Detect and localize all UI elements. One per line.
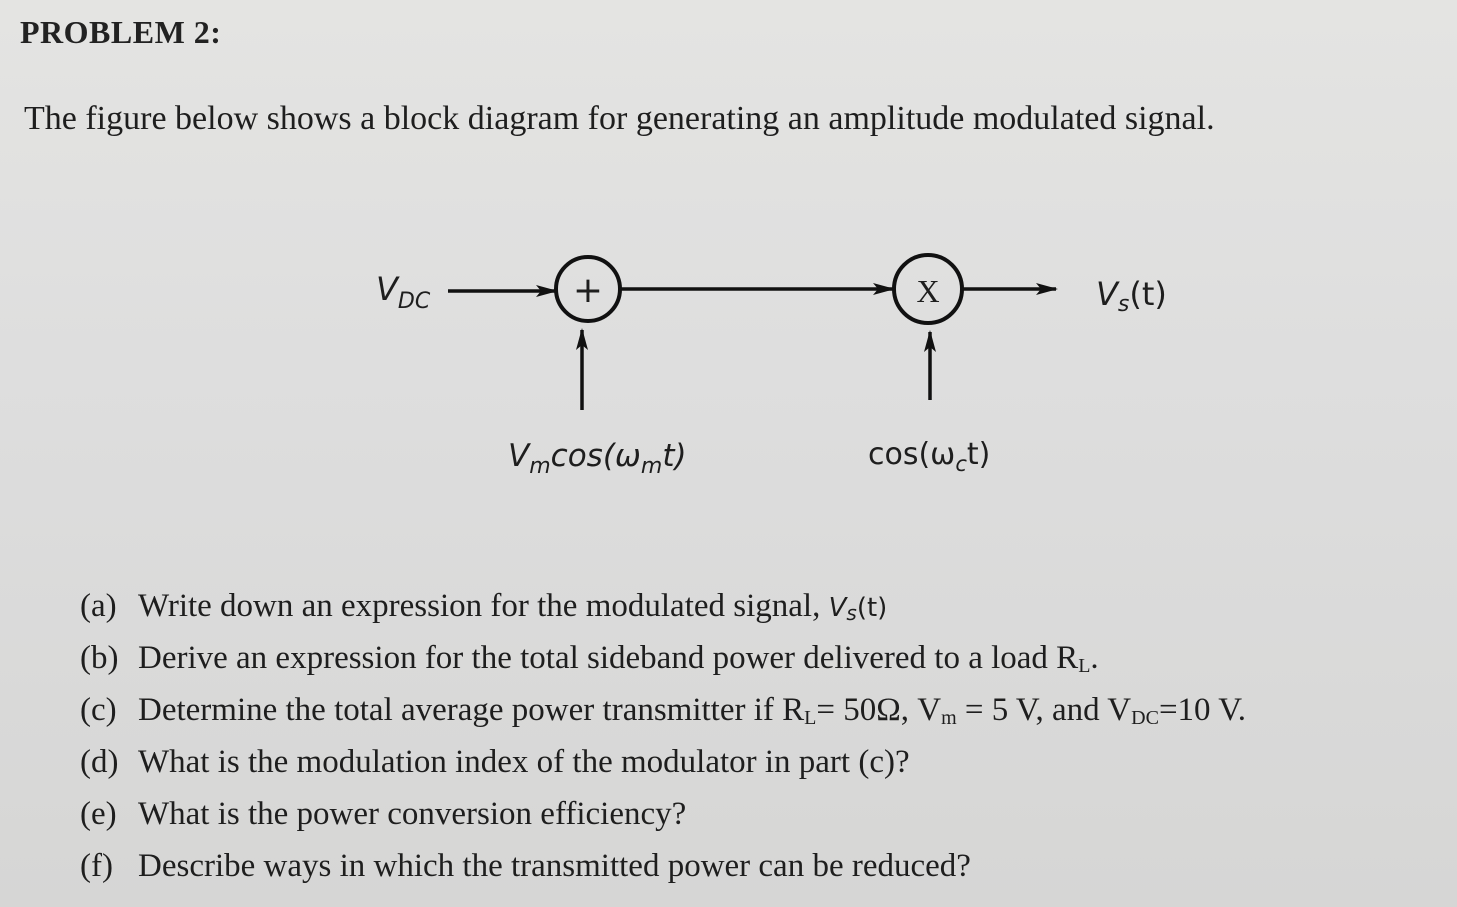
- question-b: (b) Derive an expression for the total si…: [80, 632, 1246, 684]
- question-e: (e) What is the power conversion efficien…: [80, 788, 1246, 840]
- question-text: What is the power conversion efficiency?: [138, 796, 687, 832]
- intro-text: The figure below shows a block diagram f…: [24, 100, 1215, 137]
- message-signal-label: Vmcos(ωmt): [508, 438, 687, 479]
- summer-block: +: [554, 255, 622, 323]
- question-f: (f) Describe ways in which the transmitte…: [80, 840, 1246, 892]
- question-text: What is the modulation index of the modu…: [138, 744, 910, 780]
- question-text: Determine the total average power transm…: [138, 692, 805, 728]
- question-text: Describe ways in which the transmitted p…: [138, 848, 971, 884]
- summer-plus-symbol: +: [573, 270, 603, 311]
- am-block-diagram: VDC + X Vs(t) Vmcos(ωmt): [376, 253, 1167, 479]
- question-d: (d) What is the modulation index of the m…: [80, 736, 1246, 788]
- question-text: Write down an expression for the modulat…: [138, 588, 829, 624]
- question-mark: (b): [80, 640, 119, 676]
- question-text: Derive an expression for the total sideb…: [138, 640, 1079, 676]
- question-list: (a) Write down an expression for the modu…: [80, 580, 1246, 892]
- question-mark: (d): [80, 744, 119, 780]
- question-a: (a) Write down an expression for the modu…: [80, 580, 1246, 632]
- question-mark: (c): [80, 692, 117, 728]
- question-mark: (e): [80, 796, 117, 832]
- carrier-signal-label: cos(ωct): [868, 437, 990, 476]
- output-vs-label: Vs(t): [1096, 275, 1167, 317]
- multiplier-block: X: [892, 253, 964, 325]
- question-mark: (f): [80, 848, 113, 884]
- question-c: (c) Determine the total average power tra…: [80, 684, 1246, 736]
- multiplier-x-symbol: X: [916, 273, 939, 309]
- problem-heading: PROBLEM 2:: [20, 14, 222, 50]
- vdc-label: VDC: [376, 270, 431, 314]
- question-mark: (a): [80, 588, 117, 624]
